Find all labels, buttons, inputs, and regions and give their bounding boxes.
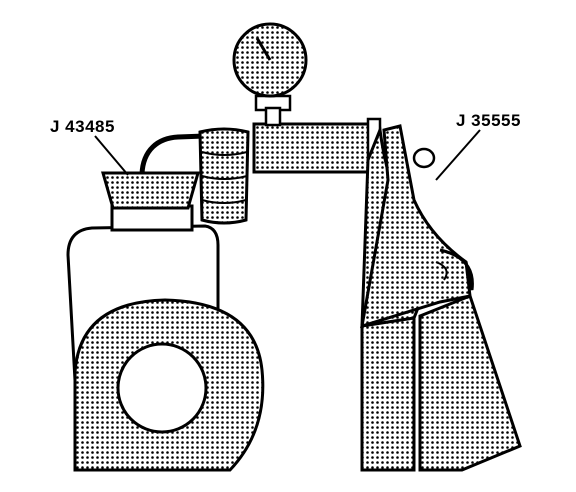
pivot-screw [412, 147, 436, 169]
callout-funnel-tool: J 43485 [50, 117, 115, 136]
leader-funnel [94, 135, 129, 176]
pliers-tool [360, 124, 522, 472]
callout-leaders [94, 129, 481, 181]
funnel-adapter [101, 171, 200, 232]
connecting-hose [139, 133, 206, 175]
pulley-circle [116, 342, 208, 434]
manifold-body [252, 117, 382, 179]
gauge-needle [255, 37, 272, 61]
engine-block [66, 224, 265, 472]
callout-pliers-tool: J 35555 [456, 111, 521, 130]
reservoir-cup [198, 127, 250, 225]
pressure-gauge [232, 22, 308, 127]
leader-pliers [435, 129, 481, 181]
